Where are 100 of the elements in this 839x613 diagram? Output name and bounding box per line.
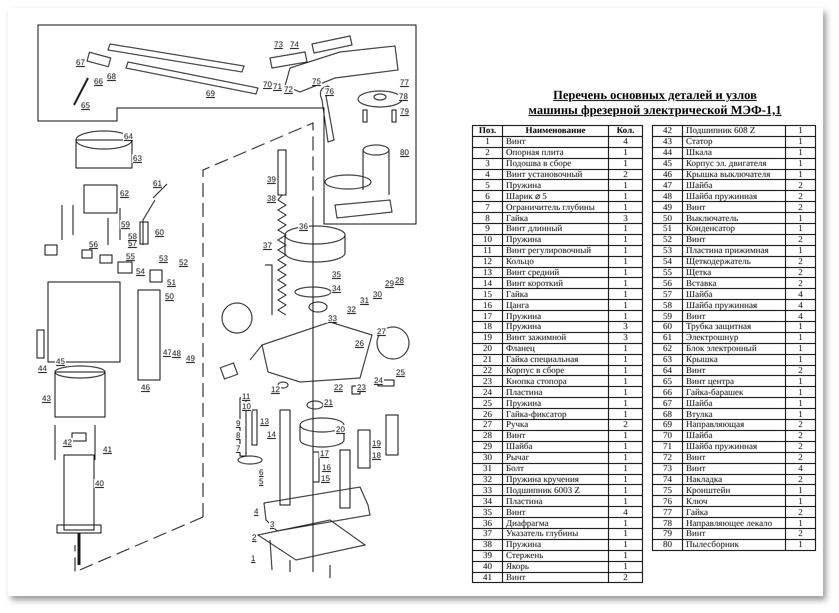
part-quantity: 2 xyxy=(786,190,816,202)
part-quantity: 1 xyxy=(608,452,642,464)
part-number: 55 xyxy=(652,267,682,278)
part-number: 44 xyxy=(652,147,682,158)
part-name: Пылесборник xyxy=(682,539,786,550)
part-name: Шайба пружинная xyxy=(682,300,786,311)
part-name: Вставка xyxy=(682,278,786,289)
part-quantity: 2 xyxy=(786,234,816,246)
callout-number: 49 xyxy=(185,354,196,363)
callout-number: 77 xyxy=(399,78,410,87)
callout-number: 1 xyxy=(250,554,256,563)
part-quantity: 1 xyxy=(608,408,642,420)
part-quantity: 1 xyxy=(608,474,642,485)
callout-number: 48 xyxy=(171,349,182,358)
callout-number: 3 xyxy=(269,520,276,529)
part-quantity: 1 xyxy=(608,561,642,572)
part-number: 64 xyxy=(652,365,682,376)
part-number: 10 xyxy=(472,234,502,246)
part-name: Винт зажимной xyxy=(502,332,608,344)
part-name: Пружина кручения xyxy=(502,474,608,485)
part-name: Болт xyxy=(502,463,608,474)
part-name: Шайба xyxy=(502,441,608,452)
part-name: Гайка-фиксатор xyxy=(502,408,608,420)
part-quantity: 4 xyxy=(786,300,816,311)
part-name: Корпус эл. двигателя xyxy=(682,158,786,170)
part-name: Гайка xyxy=(502,212,608,224)
part-name: Ключ xyxy=(682,496,786,507)
part-name: Втулка xyxy=(682,408,786,420)
part-name: Пластина xyxy=(502,386,608,398)
part-name: Винт средний xyxy=(502,267,608,278)
part-name: Кнопка стопора xyxy=(502,376,608,387)
callout-number: 35 xyxy=(331,270,342,279)
part-quantity: 1 xyxy=(608,376,642,387)
part-number: 75 xyxy=(652,484,682,496)
part-number: 8 xyxy=(472,212,502,224)
callout-number: 73 xyxy=(273,40,284,49)
callout-number: 7 xyxy=(235,444,242,453)
part-name: Шкала xyxy=(682,147,786,158)
part-name: Электрошнур xyxy=(682,332,786,344)
callout-number: 23 xyxy=(356,383,367,392)
part-quantity: 1 xyxy=(608,300,642,311)
part-quantity: 2 xyxy=(786,452,816,464)
callout-number: 26 xyxy=(354,339,365,348)
callout-number: 36 xyxy=(298,222,309,231)
callout-number: 46 xyxy=(140,383,151,392)
part-quantity: 1 xyxy=(608,147,642,158)
part-number: 52 xyxy=(652,234,682,246)
callout-number: 43 xyxy=(41,394,52,403)
part-number: 21 xyxy=(472,354,502,366)
part-name: Пружина xyxy=(502,539,608,550)
part-number: 14 xyxy=(472,278,502,289)
part-number: 35 xyxy=(472,506,502,518)
part-quantity: 1 xyxy=(608,550,642,562)
part-quantity: 2 xyxy=(786,256,816,268)
callout-number: 64 xyxy=(123,132,134,141)
part-name: Щетка xyxy=(682,267,786,278)
part-quantity: 4 xyxy=(786,310,816,322)
part-quantity: 1 xyxy=(786,408,816,420)
callout-number: 29 xyxy=(384,279,395,288)
part-name: Конденсатор xyxy=(682,224,786,234)
part-quantity: 1 xyxy=(786,126,816,136)
part-number: 18 xyxy=(472,322,502,332)
part-name: Винт длинный xyxy=(502,224,608,234)
part-number: 2 xyxy=(472,147,502,158)
part-name: Диафрагма xyxy=(502,518,608,528)
part-number: 62 xyxy=(652,343,682,354)
part-number: 76 xyxy=(652,496,682,507)
part-quantity: 1 xyxy=(608,190,642,202)
callout-number: 25 xyxy=(395,368,406,377)
part-number: 69 xyxy=(652,420,682,430)
part-name: Пружина xyxy=(502,234,608,246)
part-name: Кольцо xyxy=(502,256,608,268)
part-name: Корпус в сборе xyxy=(502,365,608,376)
callout-number: 4 xyxy=(253,507,260,516)
part-name: Пружина xyxy=(502,398,608,409)
callout-number: 21 xyxy=(323,398,334,407)
part-number: 12 xyxy=(472,256,502,268)
part-number: 29 xyxy=(472,441,502,452)
part-quantity: 3 xyxy=(608,322,642,332)
part-name: Шайба xyxy=(682,180,786,191)
part-name: Винт центра xyxy=(682,376,786,387)
part-quantity: 2 xyxy=(786,365,816,376)
part-number: 23 xyxy=(472,376,502,387)
callout-number: 52 xyxy=(178,258,189,267)
callout-number: 57 xyxy=(127,239,138,248)
part-quantity: 1 xyxy=(786,343,816,354)
callout-number: 42 xyxy=(62,438,73,447)
part-name: Шайба xyxy=(682,288,786,300)
column-header: Наименование xyxy=(502,126,608,136)
part-name: Пружина xyxy=(502,322,608,332)
part-name: Пластина прижимная xyxy=(682,245,786,256)
callout-number: 31 xyxy=(359,296,370,305)
part-number: 74 xyxy=(652,474,682,485)
part-name: Винт xyxy=(682,528,786,540)
callout-number: 14 xyxy=(266,430,277,439)
part-number: 61 xyxy=(652,332,682,344)
callout-number: 51 xyxy=(166,278,177,287)
part-number: 17 xyxy=(472,310,502,322)
callout-number: 69 xyxy=(205,89,216,98)
part-name: Крышка выключателя xyxy=(682,169,786,180)
